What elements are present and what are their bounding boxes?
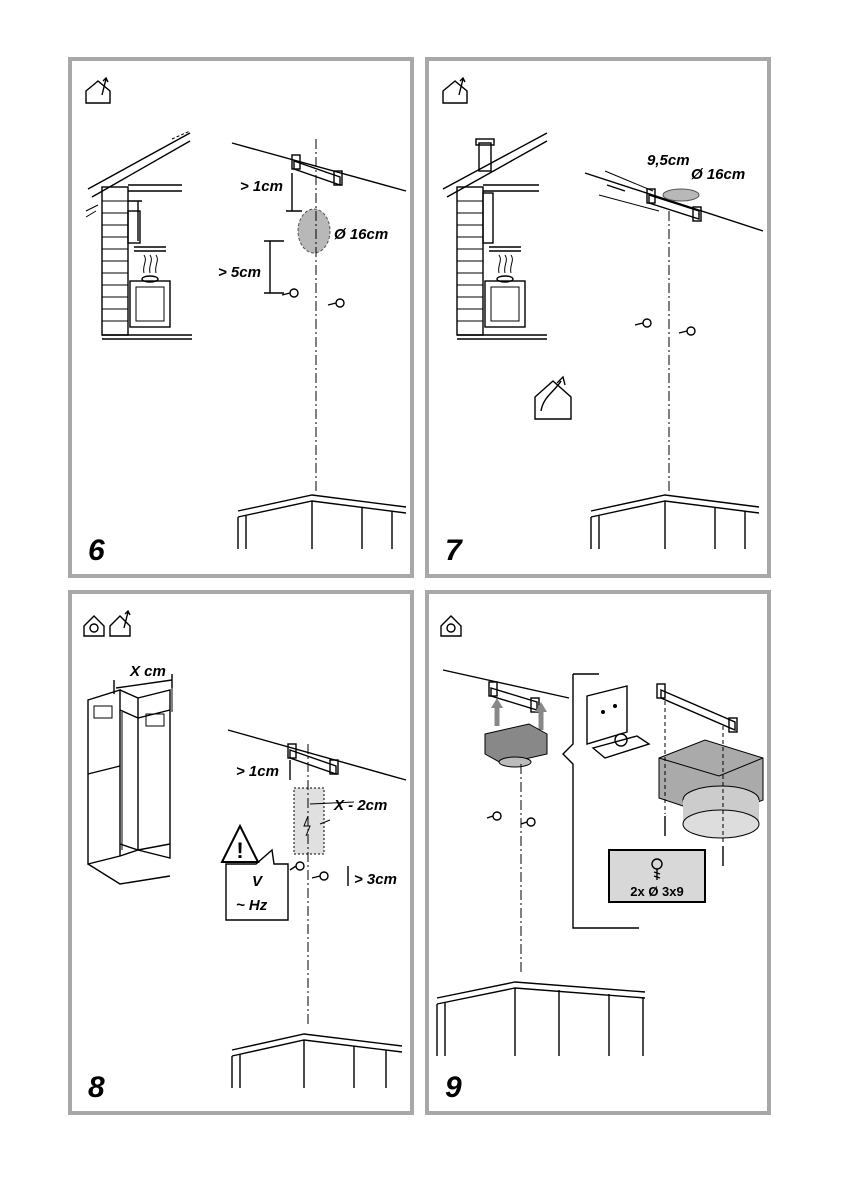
recirculation-house-icon xyxy=(535,377,571,419)
screw-spec-label: 2x Ø 3x9 xyxy=(630,884,684,899)
zoomed-bracket xyxy=(587,686,649,758)
bracket-right xyxy=(657,684,737,732)
panel-number: 6 xyxy=(88,534,105,568)
recirculation-and-extraction-icons xyxy=(84,611,130,636)
hood xyxy=(437,982,645,1056)
warning-icon: ! xyxy=(222,826,258,863)
screw-icon xyxy=(282,289,344,307)
panel-6: > 1cm Ø 16cm > 5cm 6 xyxy=(68,57,414,578)
screw-icon xyxy=(290,862,328,880)
duct-outlet xyxy=(298,209,330,253)
adapter-box-large xyxy=(659,740,763,838)
ducted-extraction-icon xyxy=(443,78,467,103)
ducted-extraction-icon xyxy=(86,78,110,103)
clearance-top-label: > 1cm xyxy=(236,763,279,780)
house-section xyxy=(443,133,547,339)
clearance-screws-label: > 5cm xyxy=(218,264,261,281)
panel-8: X cm > 1cm X - 2cm > 3cm ! V ~ Hz xyxy=(68,590,414,1115)
width-label: 9,5cm xyxy=(647,152,690,169)
clearance-bottom-label: > 3cm xyxy=(354,871,397,888)
frequency-label: ~ Hz xyxy=(236,897,268,914)
diameter-label: Ø 16cm xyxy=(334,226,388,243)
outlet-offset-label: X - 2cm xyxy=(333,797,387,814)
panel-8-drawing: X cm > 1cm X - 2cm > 3cm ! V ~ Hz xyxy=(72,594,410,1111)
panel-6-drawing: > 1cm Ø 16cm > 5cm xyxy=(72,61,410,574)
panel-9-drawing: 2x Ø 3x9 xyxy=(429,594,767,1111)
chimney-width-label: X cm xyxy=(129,663,166,680)
socket-area xyxy=(294,788,324,854)
panel-number: 8 xyxy=(88,1071,105,1105)
house-section xyxy=(86,131,192,339)
dim-width-lines xyxy=(599,171,659,211)
chimney xyxy=(88,686,172,884)
screw-icon xyxy=(487,812,535,826)
hood xyxy=(591,495,759,549)
recirculation-icon xyxy=(441,616,461,636)
hood xyxy=(238,495,406,549)
panel-number: 9 xyxy=(445,1071,462,1105)
dim-screws xyxy=(264,241,284,293)
duct-outlet xyxy=(663,189,699,201)
voltage-label: V xyxy=(252,873,264,890)
panel-7: 9,5cm Ø 16cm 7 xyxy=(425,57,771,578)
panel-9: 2x Ø 3x9 9 xyxy=(425,590,771,1115)
clearance-top-label: > 1cm xyxy=(240,178,283,195)
bracket xyxy=(292,155,342,185)
svg-text:!: ! xyxy=(236,838,243,863)
panel-number: 7 xyxy=(445,534,462,568)
adapter-box xyxy=(485,724,547,767)
diameter-label: Ø 16cm xyxy=(691,166,745,183)
screw-icon xyxy=(635,319,695,335)
panel-7-drawing: 9,5cm Ø 16cm xyxy=(429,61,767,574)
dim-top xyxy=(286,173,302,211)
dim-width-arrow xyxy=(607,185,625,191)
ceiling-line xyxy=(443,670,569,698)
hood xyxy=(232,1034,402,1088)
